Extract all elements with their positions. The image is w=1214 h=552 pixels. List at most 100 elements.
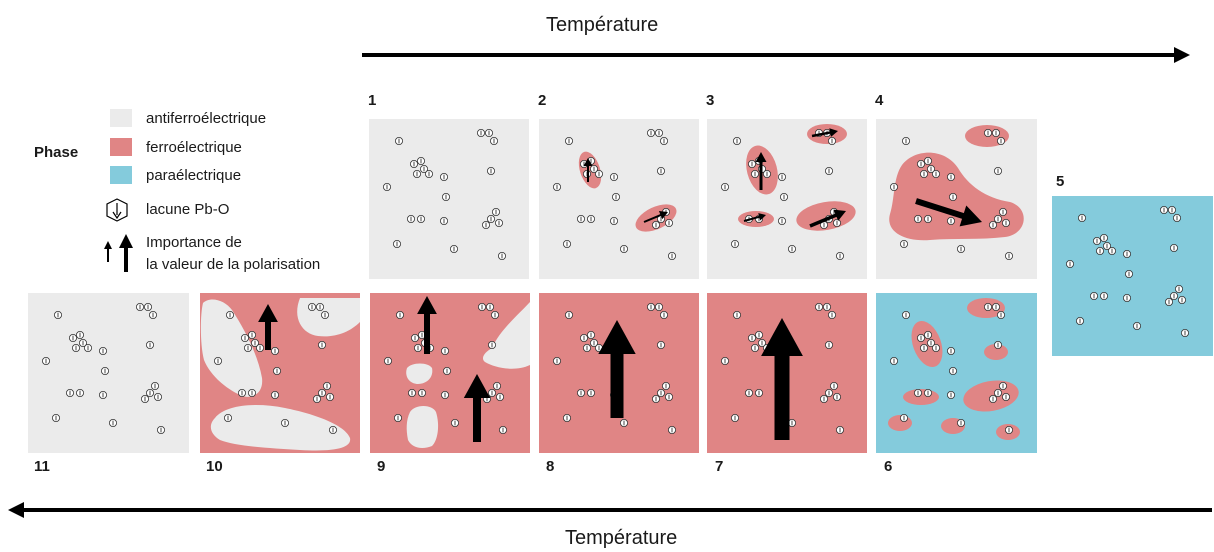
vacancy-icon (214, 357, 222, 365)
vacancy-icon (924, 389, 932, 397)
vacancy-icon (1002, 219, 1010, 227)
vacancy-icon (587, 389, 595, 397)
antiferro-region (406, 406, 439, 448)
vacancy-icon (957, 419, 965, 427)
vacancy-icon (828, 137, 836, 145)
vacancy-icon (563, 414, 571, 422)
vacancy-icon (590, 165, 598, 173)
vacancy-icon (1133, 322, 1141, 330)
vacancy-icon (657, 389, 665, 397)
vacancy-icon (902, 137, 910, 145)
vacancy-icon (751, 344, 759, 352)
vacancy-icon (491, 311, 499, 319)
vacancy-icon (76, 389, 84, 397)
vacancy-icon (1181, 329, 1189, 337)
vacancy-icon (493, 382, 501, 390)
vacancy-icon (660, 137, 668, 145)
vacancy-icon (733, 311, 741, 319)
vacancy-icon (478, 303, 486, 311)
vacancy-icon (383, 183, 391, 191)
vacancy-icon (1170, 244, 1178, 252)
panel-number-8: 8 (546, 458, 555, 475)
vacancy-icon (226, 311, 234, 319)
vacancy-icon (485, 129, 493, 137)
polarization-arrow (915, 198, 982, 227)
vacancy-icon (157, 426, 165, 434)
vacancy-icon (151, 382, 159, 390)
polarization-arrow (755, 152, 767, 190)
vacancy-icon (395, 137, 403, 145)
vacancy-icon (660, 311, 668, 319)
vacancy-icon (731, 240, 739, 248)
vacancy-icon (451, 419, 459, 427)
vacancy-icon (488, 389, 496, 397)
vacancy-icon (72, 344, 80, 352)
vacancy-icon (1066, 260, 1074, 268)
legend-title: Phase (34, 144, 79, 161)
vacancy-icon (495, 219, 503, 227)
vacancy-icon (580, 334, 588, 342)
polarization-arrow (463, 374, 491, 442)
vacancy-icon (318, 389, 326, 397)
vacancy-icon (949, 193, 957, 201)
panel-number-2: 2 (538, 92, 547, 109)
vacancy-icon (900, 240, 908, 248)
vacancy-icon (1100, 234, 1108, 242)
vacancy-icon (890, 183, 898, 191)
vacancy-icon (99, 347, 107, 355)
panel-number-11: 11 (34, 458, 50, 475)
vacancy-icon (326, 393, 334, 401)
vacancy-icon (595, 170, 603, 178)
vacancy-icon (281, 419, 289, 427)
vacancy-icon (994, 167, 1002, 175)
legend-label-antiferro: antiferroélectrique (146, 110, 267, 127)
vacancy-icon (271, 347, 279, 355)
vacancy-icon (66, 389, 74, 397)
vacancy-legend-icon (106, 198, 128, 222)
vacancy-icon (146, 389, 154, 397)
vacancy-icon (1002, 393, 1010, 401)
vacancy-icon (825, 341, 833, 349)
vacancy-icon (758, 339, 766, 347)
vacancy-icon (42, 357, 50, 365)
vacancy-icon (1103, 242, 1111, 250)
vacancy-icon (487, 167, 495, 175)
vacancy-icon (984, 303, 992, 311)
polarization-arrow (643, 211, 668, 223)
vacancy-icon (565, 311, 573, 319)
temperature-arrow-bottom (8, 502, 1212, 518)
vacancy-icon (109, 419, 117, 427)
vacancy-icon (920, 344, 928, 352)
vacancy-icon (1125, 270, 1133, 278)
vacancy-icon (917, 160, 925, 168)
vacancy-icon (1093, 237, 1101, 245)
vacancy-icon (999, 208, 1007, 216)
vacancy-icon (101, 367, 109, 375)
vacancy-icon (450, 245, 458, 253)
antiferro-region (482, 302, 530, 369)
vacancy-icon (146, 341, 154, 349)
vacancy-icon (425, 170, 433, 178)
vacancy-icon (477, 129, 485, 137)
vacancy-icon (251, 339, 259, 347)
vacancy-icon (820, 395, 828, 403)
vacancy-icon (149, 311, 157, 319)
vacancy-icon (329, 426, 337, 434)
vacancy-icon (836, 426, 844, 434)
vacancy-icon (271, 391, 279, 399)
polarization-arrow (809, 209, 846, 228)
vacancy-icon (932, 170, 940, 178)
vacancy-icon (248, 331, 256, 339)
polarization-arrow (417, 296, 437, 354)
vacancy-icon (440, 217, 448, 225)
legend-label-polarization-2: la valeur de la polarisation (146, 256, 321, 273)
vacancy-icon (1108, 247, 1116, 255)
vacancy-icon (994, 389, 1002, 397)
vacancy-icon (997, 311, 1005, 319)
vacancy-icon (1123, 294, 1131, 302)
vacancy-icon (418, 389, 426, 397)
vacancy-icon (52, 414, 60, 422)
temperature-label-bottom: Température (565, 527, 678, 549)
antiferro-region (210, 405, 351, 451)
vacancy-icon (620, 245, 628, 253)
